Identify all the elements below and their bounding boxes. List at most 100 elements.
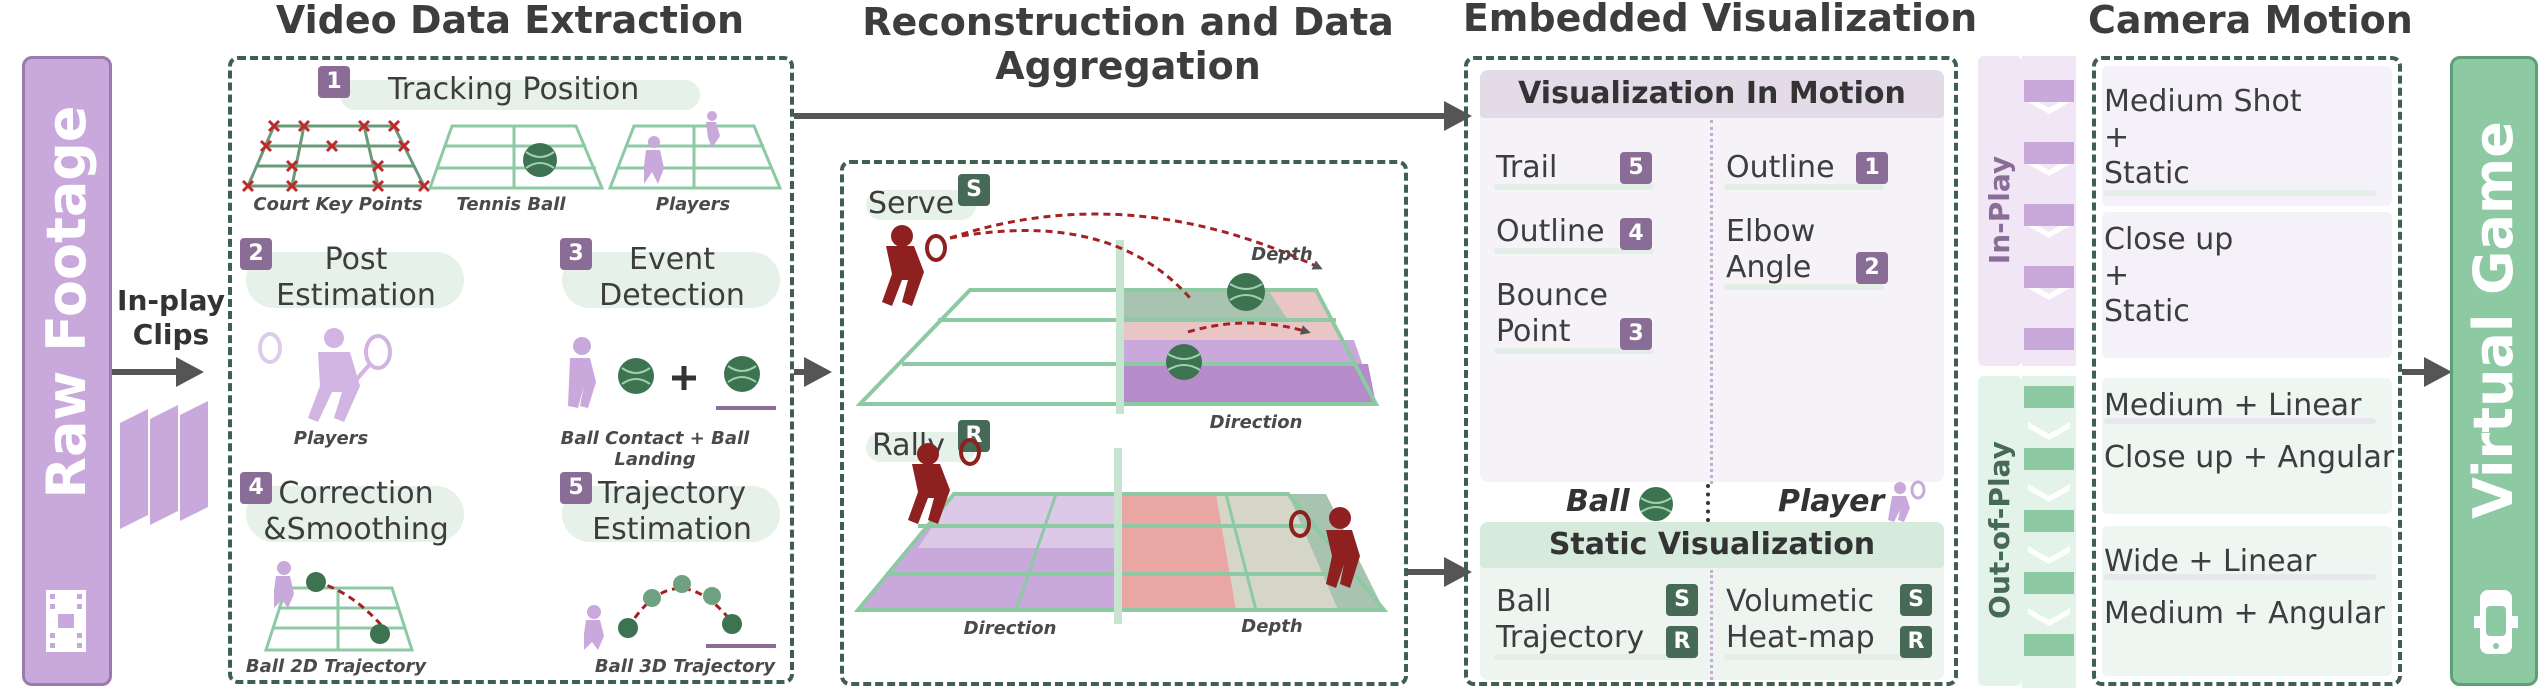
static-volumetric-heatmap-label: Volumetic Heat-map (1726, 584, 1875, 655)
heatmap-underline (1724, 654, 1924, 660)
in-play-clips-label: In-play Clips (117, 284, 225, 351)
player-icon (1888, 480, 1926, 522)
static-header (1480, 522, 1944, 568)
in-play-label: In-Play (1983, 155, 2016, 265)
visualization-in-motion-label: Visualization In Motion (1518, 76, 1906, 111)
outline-left-step-badge: 4 (1620, 218, 1652, 250)
outline-left-underline (1494, 248, 1654, 254)
serve-court-diagram (855, 212, 1380, 414)
serve-pill (866, 190, 976, 220)
player-pose-icon (258, 328, 392, 422)
ball-contact-landing-icon (568, 337, 776, 410)
camera-out-option-4: Medium + Angular (2104, 596, 2385, 631)
camera-in-play-panel-2 (2102, 212, 2392, 358)
vr-headset-icon (2474, 590, 2518, 654)
out-of-play-label: Out-of-Play (1983, 441, 2016, 619)
correction-smoothing-label: Correction &Smoothing (263, 476, 449, 547)
video-clips-icon (120, 401, 208, 529)
elbow-underline (1724, 284, 1884, 290)
court-key-points-diagram (241, 119, 431, 193)
motion-elbow-angle-label: Elbow Angle (1726, 214, 1816, 285)
player-column-label: Player (1778, 484, 1885, 519)
trajectory-step-badge: 5 (560, 472, 592, 504)
camera-out-underline-2 (2104, 574, 2376, 580)
trail-step-badge: 5 (1620, 152, 1652, 184)
camera-in-play-option-1: Medium Shot + Static (2104, 84, 2302, 191)
pose-estimation-label: Post Estimation (276, 242, 436, 313)
trajectory-estimation-label: Trajectory Estimation (592, 476, 752, 547)
camera-out-underline-1 (2104, 418, 2376, 424)
film-icon (44, 588, 88, 654)
camera-motion-title: Camera Motion (2088, 0, 2413, 42)
outline-right-underline (1724, 184, 1884, 190)
event-detection-label: Event Detection (599, 242, 745, 313)
trail-underline (1494, 184, 1654, 190)
pose-pill (246, 252, 464, 308)
caption-ball-contact-landing: Ball Contact + Ball Landing (560, 428, 750, 470)
motion-bounce-point-label: Bounce Point (1496, 278, 1608, 349)
camera-out-option-3: Wide + Linear (2104, 544, 2317, 579)
motion-trail-label: Trail (1496, 150, 1558, 185)
correction-step-badge: 4 (240, 472, 272, 504)
raw-footage-panel (22, 56, 112, 686)
tennis-ball-court-diagram (427, 124, 605, 190)
bounce-underline (1494, 348, 1654, 354)
rally-court-diagram (853, 438, 1389, 624)
out-of-play-bar (1978, 376, 2022, 686)
outline-right-step-badge: 1 (1856, 152, 1888, 184)
timeline-chevrons (2022, 56, 2076, 688)
bounce-step-badge: 3 (1620, 318, 1652, 350)
camera-in-play-panel-1 (2102, 66, 2392, 206)
reconstruction-title: Reconstruction and Data Aggregation (862, 0, 1394, 88)
ball-trajectory-serve-badge: S (1666, 584, 1698, 616)
ball-trajectory-rally-badge: R (1666, 626, 1698, 658)
serve-depth-label: Depth (1251, 244, 1313, 265)
embedded-visualization-title: Embedded Visualization (1462, 0, 1978, 40)
heatmap-rally-badge: R (1900, 626, 1932, 658)
camera-in-play-underline-1 (2104, 190, 2376, 196)
tracking-pill (340, 80, 700, 110)
tracking-position-label: Tracking Position (388, 72, 640, 107)
correction-pill (246, 486, 464, 542)
elbow-step-badge: 2 (1856, 252, 1888, 284)
serve-label: Serve (868, 186, 955, 221)
event-pill (562, 252, 780, 308)
caption-ball-3d-trajectory: Ball 3D Trajectory (594, 656, 776, 677)
tennis-ball-icon (1639, 487, 1673, 521)
embedded-visualization-box (1464, 56, 1958, 686)
video-data-extraction-box (228, 56, 794, 684)
virtual-game-panel (2450, 56, 2538, 686)
pose-step-badge: 2 (240, 238, 272, 270)
tracking-step-badge: 1 (318, 66, 350, 98)
motion-outline-left-label: Outline (1496, 214, 1605, 249)
ball-2d-trajectory-diagram (263, 561, 415, 652)
ball-trajectory-underline (1494, 654, 1694, 660)
caption-pose-players: Players (293, 428, 369, 449)
caption-players: Players (655, 194, 731, 215)
virtual-game-label: Virtual Game (2462, 121, 2525, 519)
static-divider (1710, 570, 1713, 680)
video-data-extraction-title: Video Data Extraction (275, 0, 745, 42)
ball-3d-trajectory-diagram (584, 575, 776, 650)
ball-column-label: Ball (1566, 484, 1630, 519)
motion-divider (1710, 120, 1713, 484)
camera-out-panel-1 (2102, 378, 2392, 514)
trajectory-pill (562, 486, 780, 542)
camera-in-play-option-2: Close up + Static (2104, 222, 2234, 329)
in-play-bar (1978, 56, 2022, 366)
reconstruction-box (840, 160, 1408, 686)
caption-court-key-points: Court Key Points (253, 194, 423, 215)
static-visualization-label: Static Visualization (1548, 527, 1876, 562)
motion-header (1480, 70, 1944, 118)
camera-out-panel-2 (2102, 526, 2392, 676)
players-court-diagram (607, 111, 783, 190)
caption-tennis-ball: Tennis Ball (456, 194, 566, 215)
camera-out-option-1: Medium + Linear (2104, 388, 2362, 423)
camera-motion-box (2092, 56, 2402, 686)
motion-outline-right-label: Outline (1726, 150, 1835, 185)
event-step-badge: 3 (560, 238, 592, 270)
rally-direction-label: Direction (963, 618, 1057, 639)
rally-depth-label: Depth (1241, 616, 1303, 637)
caption-ball-2d-trajectory: Ball 2D Trajectory (245, 656, 427, 677)
